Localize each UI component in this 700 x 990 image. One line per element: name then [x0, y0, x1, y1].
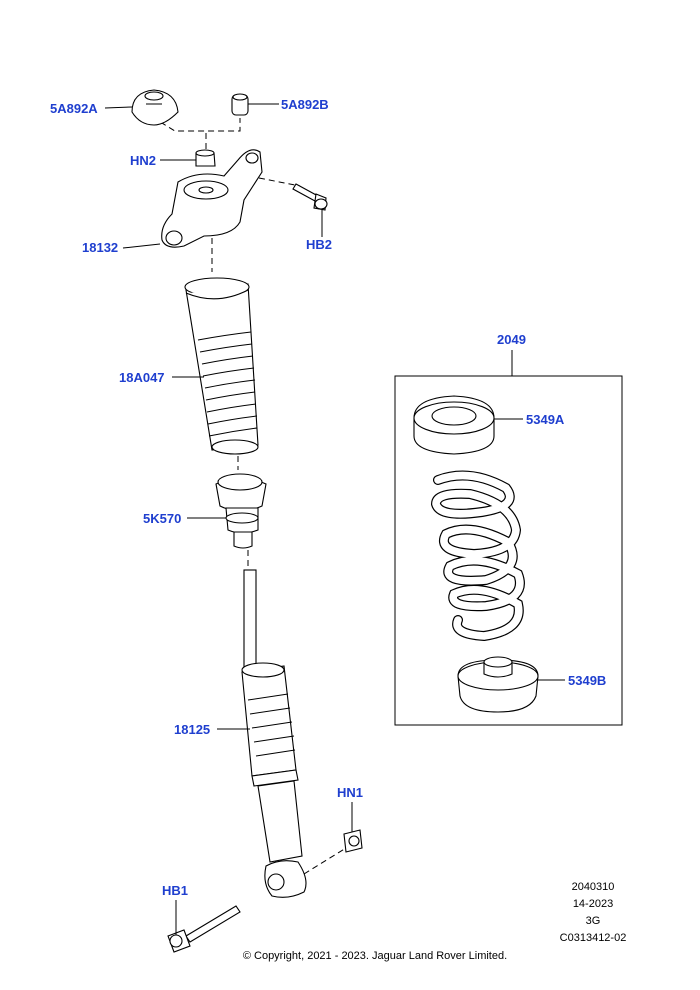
assembly-axis-lines	[151, 116, 347, 875]
part-18132-top-mount[interactable]	[161, 149, 263, 248]
callout-labels: 5A892A 5A892B HN2 HB2 18132 18A047 5K570…	[50, 97, 606, 898]
part-18125-shock-absorber[interactable]	[241, 569, 307, 898]
part-HB2-bolt[interactable]	[292, 183, 328, 211]
part-5349A-upper-spring-seat[interactable]	[413, 395, 495, 455]
diagram-info-block: 2040310 14-2023 3G C0313412-02	[548, 879, 638, 947]
copyright-notice: © Copyright, 2021 - 2023. Jaguar Land Ro…	[242, 950, 508, 962]
callout-18132[interactable]: 18132	[82, 240, 118, 255]
spring-kit-2049-box[interactable]	[394, 350, 623, 726]
callout-5349A[interactable]: 5349A	[526, 412, 565, 427]
callout-leaders	[104, 103, 565, 935]
part-18A047-dust-boot[interactable]	[184, 277, 259, 455]
diagram-code: C0313412-02	[559, 932, 627, 944]
part-HB1-bolt[interactable]	[167, 905, 241, 953]
callout-5A892A[interactable]: 5A892A	[50, 101, 98, 116]
callout-5349B[interactable]: 5349B	[568, 673, 606, 688]
part-5A892A-cap[interactable]	[131, 89, 179, 126]
part-5349B-lower-spring-seat[interactable]	[457, 656, 539, 713]
callout-HN2[interactable]: HN2	[130, 153, 156, 168]
callout-HB1[interactable]: HB1	[162, 883, 188, 898]
diagram-group: 3G	[585, 915, 601, 927]
callout-HB2[interactable]: HB2	[306, 237, 332, 252]
callout-HN1[interactable]: HN1	[337, 785, 363, 800]
diagram-date: 14-2023	[572, 898, 614, 910]
part-HN1-nut[interactable]	[343, 829, 363, 853]
part-5A892B-plug[interactable]	[231, 93, 249, 116]
part-5K570-bump-stop[interactable]	[215, 473, 267, 549]
part-HN2-nut[interactable]	[195, 149, 216, 167]
callout-2049[interactable]: 2049	[497, 332, 526, 347]
coil-spring[interactable]	[430, 470, 525, 642]
callout-18125[interactable]: 18125	[174, 722, 210, 737]
diagram-number: 2040310	[571, 881, 615, 893]
callout-5A892B[interactable]: 5A892B	[281, 97, 329, 112]
callout-18A047[interactable]: 18A047	[119, 370, 165, 385]
callout-5K570[interactable]: 5K570	[143, 511, 181, 526]
